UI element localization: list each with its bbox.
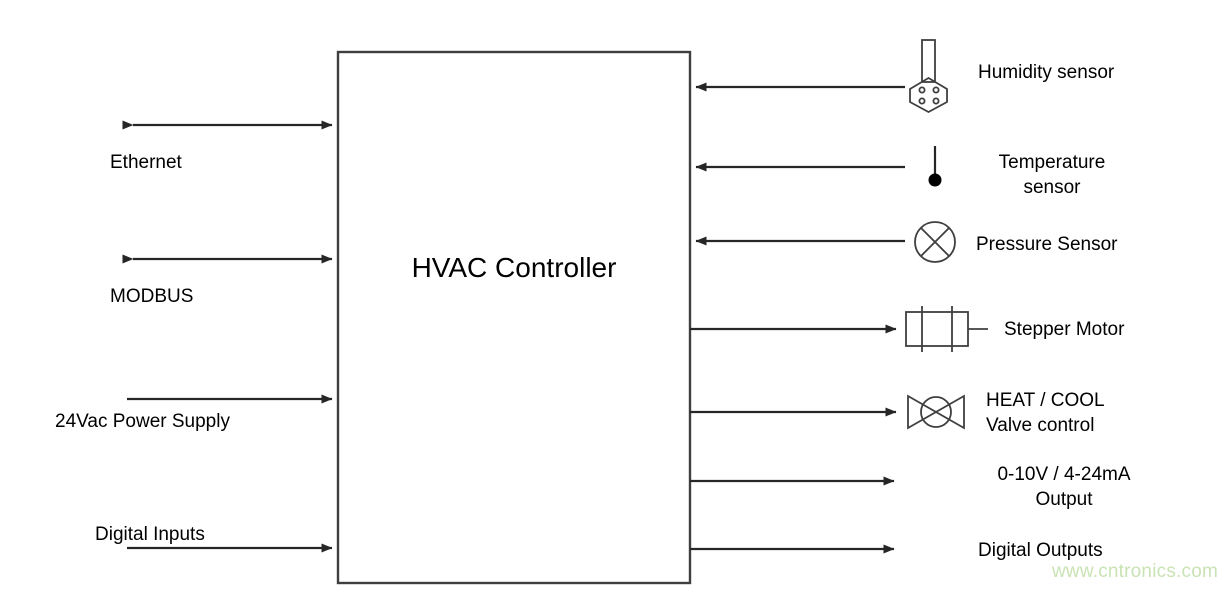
hvac-controller-block [336,50,692,585]
port-label-temperature-sensor: Temperature sensor [998,152,1106,199]
temperature-sensor-icon [928,146,942,187]
port-label-digital-outputs: Digital Outputs [978,540,1103,561]
watermark: www.cntronics.com [1052,561,1218,582]
stepper-motor-icon [905,306,988,352]
port-label-power-supply: 24Vac Power Supply [55,411,230,432]
port-label-valve-control: HEAT / COOL Valve control [986,390,1105,437]
port-label-ethernet: Ethernet [110,152,182,173]
port-label-digital-inputs: Digital Inputs [95,524,205,545]
port-label-pressure-sensor: Pressure Sensor [976,234,1118,255]
pressure-sensor-icon [914,221,956,263]
port-label-humidity-sensor: Humidity sensor [978,62,1115,83]
page-title: HVAC Controller [411,252,617,283]
humidity-sensor-icon [909,39,948,114]
port-label-modbus: MODBUS [110,286,194,307]
port-label-analog-output: 0-10V / 4-24mA Output [997,464,1131,511]
valve-icon [907,394,965,430]
port-label-stepper-motor: Stepper Motor [1004,319,1125,340]
